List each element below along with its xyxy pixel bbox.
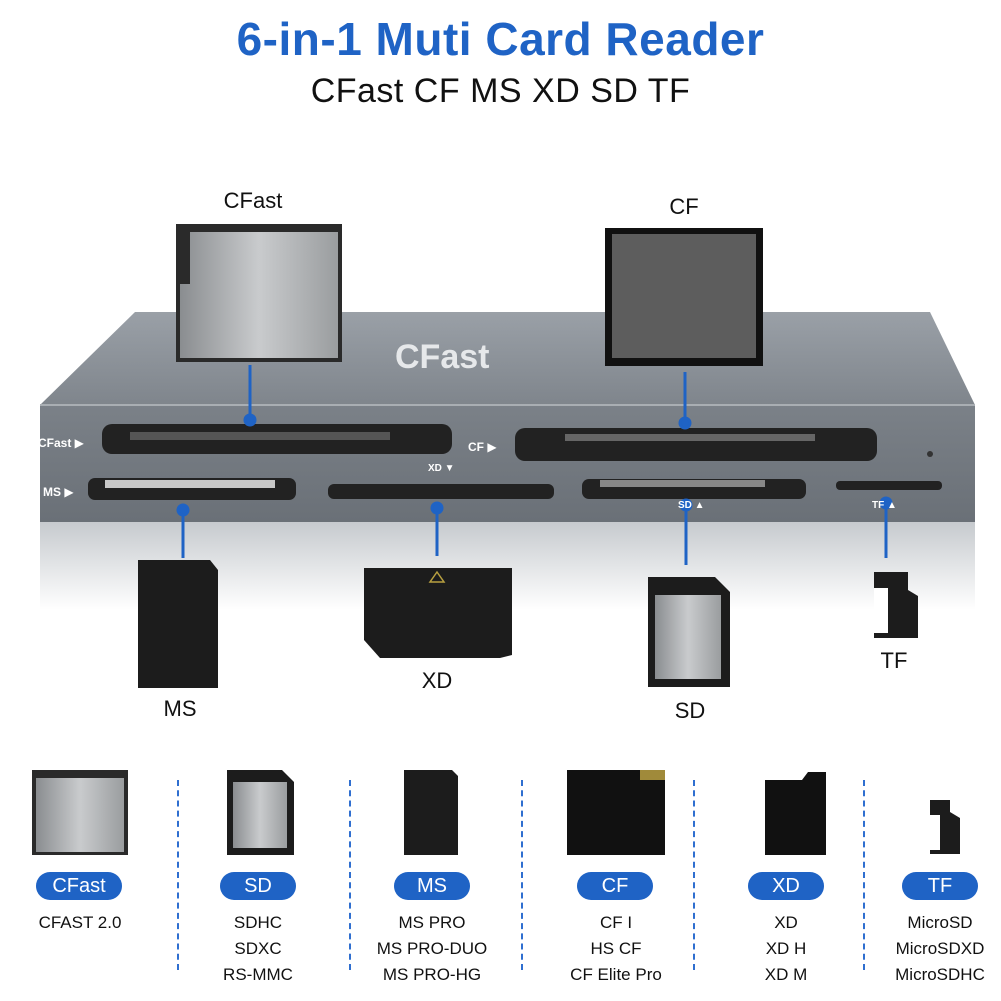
card-label-cfast: CFast (223, 188, 283, 213)
badge-sd: SD (220, 872, 296, 900)
thumb-cfast (32, 770, 128, 855)
badge-cfast: CFast (36, 872, 122, 900)
spec-list-xd: XD XD H XD M (706, 910, 866, 988)
spec-list-cf: CF I HS CF CF Elite Pro (536, 910, 696, 988)
compat-thumbnails (32, 770, 960, 855)
thumb-xd (765, 772, 826, 855)
spec-item: XD M (764, 965, 808, 984)
slot-label-cfast: CFast ▶ (38, 436, 84, 450)
spec-item: MicroSDHC (895, 965, 985, 984)
spec-item: MicroSD (907, 913, 973, 932)
column-divider (863, 780, 865, 970)
spec-item: MicroSDXD (895, 939, 985, 958)
sd-card (648, 577, 730, 687)
slot-label-ms: MS ▶ (43, 485, 74, 499)
badge-tf: TF (902, 872, 978, 900)
page-subtitle: CFast CF MS XD SD TF (310, 72, 691, 110)
spec-item: SDXC (234, 939, 282, 958)
card-label-tf: TF (880, 648, 908, 673)
xd-slot (328, 484, 554, 499)
device-brand-text: CFast (395, 338, 489, 376)
thumb-ms (404, 770, 458, 855)
column-divider (521, 780, 523, 970)
spec-item: XD H (765, 939, 807, 958)
cf-slot (515, 428, 877, 461)
spec-item: CF I (599, 913, 633, 932)
spec-list-tf: MicroSD MicroSDXD MicroSDHC (860, 910, 1001, 988)
card-label-xd: XD (421, 668, 453, 693)
xd-card (364, 568, 512, 658)
spec-item: HS CF (590, 939, 642, 958)
slot-label-tf: TF ▲ (872, 500, 897, 511)
spec-item: MS PRO-HG (382, 965, 482, 984)
slot-label-cf: CF ▶ (468, 440, 497, 454)
column-divider (693, 780, 695, 970)
spec-list-cfast: CFAST 2.0 (0, 910, 160, 936)
page-title: 6-in-1 Muti Card Reader (236, 13, 765, 65)
spec-item: MS PRO (398, 913, 466, 932)
card-label-sd: SD (674, 698, 706, 723)
spec-list-sd: SDHC SDXC RS-MMC (178, 910, 338, 988)
column-divider (349, 780, 351, 970)
ms-card (138, 560, 218, 688)
thumb-tf (930, 800, 960, 854)
card-label-cf: CF (669, 194, 699, 219)
thumb-cf (567, 770, 665, 855)
spec-item: SDHC (233, 913, 283, 932)
led-indicator (927, 451, 933, 457)
card-reader-illustration: CFast (40, 224, 975, 688)
spec-item: XD (774, 913, 798, 932)
thumb-sd (227, 770, 294, 855)
column-divider (177, 780, 179, 970)
badge-ms: MS (394, 872, 470, 900)
card-label-ms: MS (163, 696, 197, 721)
tf-slot (836, 481, 942, 490)
cf-card (605, 228, 763, 366)
slot-label-xd: XD ▼ (428, 463, 455, 474)
spec-item: CF Elite Pro (570, 965, 662, 984)
badge-cf: CF (577, 872, 653, 900)
spec-list-ms: MS PRO MS PRO-DUO MS PRO-HG (352, 910, 512, 988)
slot-label-sd: SD ▲ (678, 500, 705, 511)
spec-item: CFAST 2.0 (38, 913, 122, 932)
spec-item: MS PRO-DUO (376, 939, 488, 958)
badge-xd: XD (748, 872, 824, 900)
cfast-card (176, 224, 342, 362)
spec-item: RS-MMC (223, 965, 293, 984)
